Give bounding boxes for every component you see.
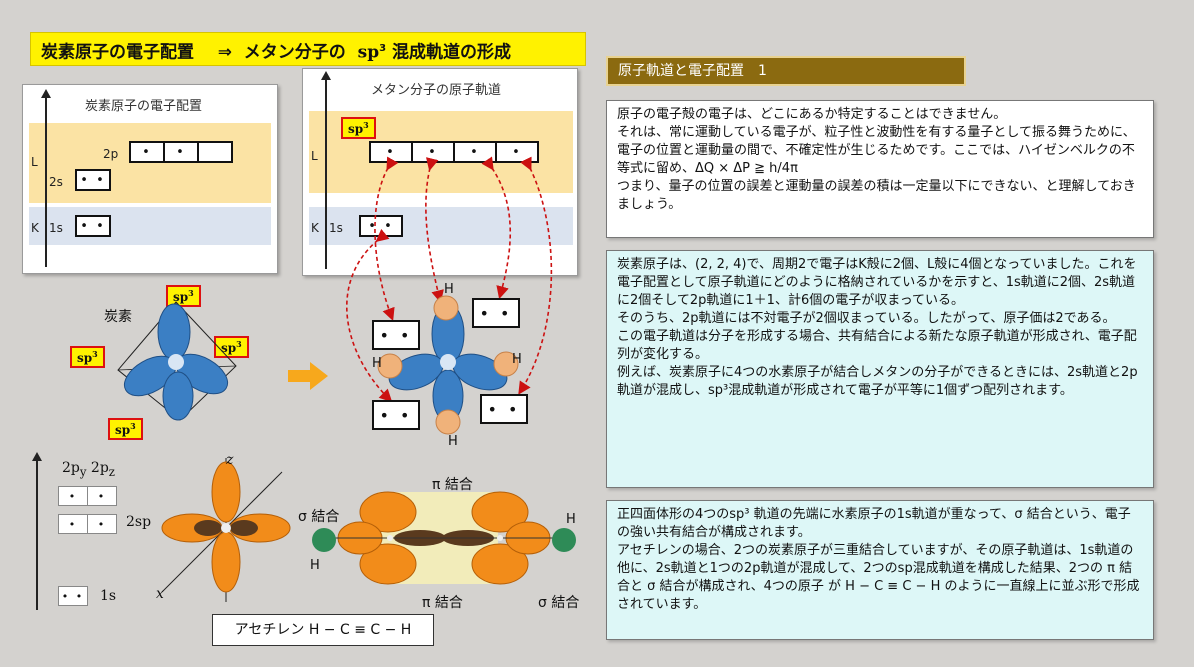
paragraph: 炭素原子は、(2, 2, 4)で、周期2で電子はK殻に2個、L殻に4個となってい… [617,257,1137,308]
orbital-2p-boxes: • • [129,141,233,163]
paragraph: それは、常に運動している電子が、粒子性と波動性を有する量子として振る舞うために、… [617,125,1136,176]
sigma-bond-label-right: σ 結合 [538,595,580,611]
electron-pair-box: • • [472,298,520,328]
paragraph: この電子軌道は分子を形成する場合、共有結合による新たな原子軌道が形成され、電子配… [617,329,1137,362]
energy-axis [32,452,42,610]
axis-x-label: x [156,586,164,602]
orbital-2sp-boxes: • • [58,514,117,534]
electron-pair-box: • • [372,400,420,430]
carbon-sp3-orbital-image [117,301,237,421]
electron-cell: • • [58,586,88,606]
orbital-1s-box: • • [58,586,88,606]
pi-bond-label-top: π 結合 [432,477,473,493]
orbital-2p-label: 2py 2pz [62,460,115,479]
hydrogen-label-bottom: H [448,434,458,449]
acetylene-molecule-image [312,491,576,585]
paragraph: つまり、量子の位置の誤差と運動量の誤差の積は一定量以下にできない、と理解しておき… [617,179,1136,212]
page-title: 炭素原子の電子配置 ⇒ メタン分子の sp3 混成軌道の形成 [30,32,586,66]
sp3-tag-bottom: sp3 [108,418,143,440]
paragraph: そのうち、2p軌道には不対電子が2個収まっている。したがって、原子価は2である。 [617,311,1116,326]
electron-cell: • [87,486,117,506]
orbital-1s-label: 1s [49,221,63,235]
carbon-config-panel: 炭素原子の電子配置 L K 2p 2s 1s • • • • • • [22,84,278,274]
orbital-2sp-label: 2sp [126,514,152,530]
methane-molecule-image [377,295,519,435]
section-header: 原子軌道と電子配置 1 [606,56,966,86]
pi-bond-label-bottom: π 結合 [422,595,463,611]
hydrogen-label-right: H [512,352,522,367]
paragraph: 正四面体形の4つのsp³ 軌道の先端に水素原子の1s軌道が重なって、σ 結合とい… [617,507,1131,540]
carbon-label: 炭素 [104,309,132,325]
electron-cell: • [87,514,117,534]
shell-K-label: K [311,221,319,235]
orbital-1s-box: • • [75,215,111,237]
orbital-1s-label: 1s [329,221,343,235]
energy-axis [41,89,51,267]
shell-L-label: L [31,155,38,169]
text-box-bonds: 正四面体形の4つのsp³ 軌道の先端に水素原子の1s軌道が重なって、σ 結合とい… [606,500,1154,640]
hydrogen-label-left: H [372,356,382,371]
orbital-1s-label: 1s [100,588,117,604]
transition-arrow-icon [288,362,328,390]
text-box-carbon-atom: 炭素原子は、(2, 2, 4)で、周期2で電子はK殻に2個、L殻に4個となってい… [606,250,1154,488]
energy-axis [321,71,331,269]
carbon-panel-title: 炭素原子の電子配置 [85,99,203,114]
electron-cell: • [58,486,88,506]
sp-orbital-image [161,458,291,602]
orbital-2s-label: 2s [49,175,63,189]
text-box-uncertainty: 原子の電子殻の電子は、どこにあるか特定することはできません。 それは、常に運動し… [606,100,1154,238]
hydrogen-label-left: H [310,558,320,573]
sp3-tag: sp3 [341,117,376,139]
electron-cell [197,141,233,163]
methane-panel-title: メタン分子の原子軌道 [371,83,502,98]
sigma-bond-label-left: σ 結合 [298,509,340,525]
orbital-2p-label: 2p [103,147,119,161]
orbital-2s-box: • • [75,169,111,191]
axis-z-label: z [226,452,234,468]
electron-pair-box: • • [372,320,420,350]
sp3-tag-left: sp3 [70,346,105,368]
paragraph: アセチレンの場合、2つの炭素原子が三重結合していますが、その原子軌道は、1s軌道… [617,543,1140,612]
electron-cell: • [58,514,88,534]
acetylene-caption: アセチレン H − C ≡ C − H [212,614,434,646]
shell-K-label: K [31,221,39,235]
hydrogen-label-right: H [566,512,576,527]
shell-L-label: L [311,149,318,163]
hydrogen-label-top: H [444,282,454,297]
electron-pair-box: • • [480,394,528,424]
sp3-tag-top: sp3 [166,285,201,307]
paragraph: 原子の電子殻の電子は、どこにあるか特定することはできません。 [617,107,1007,122]
electron-cell: • • [75,169,111,191]
paragraph: 例えば、炭素原子に4つの水素原子が結合しメタンの分子ができるときには、2s軌道と… [617,365,1138,398]
electron-cell: • • [75,215,111,237]
orbital-2p-boxes: • • [58,486,117,506]
